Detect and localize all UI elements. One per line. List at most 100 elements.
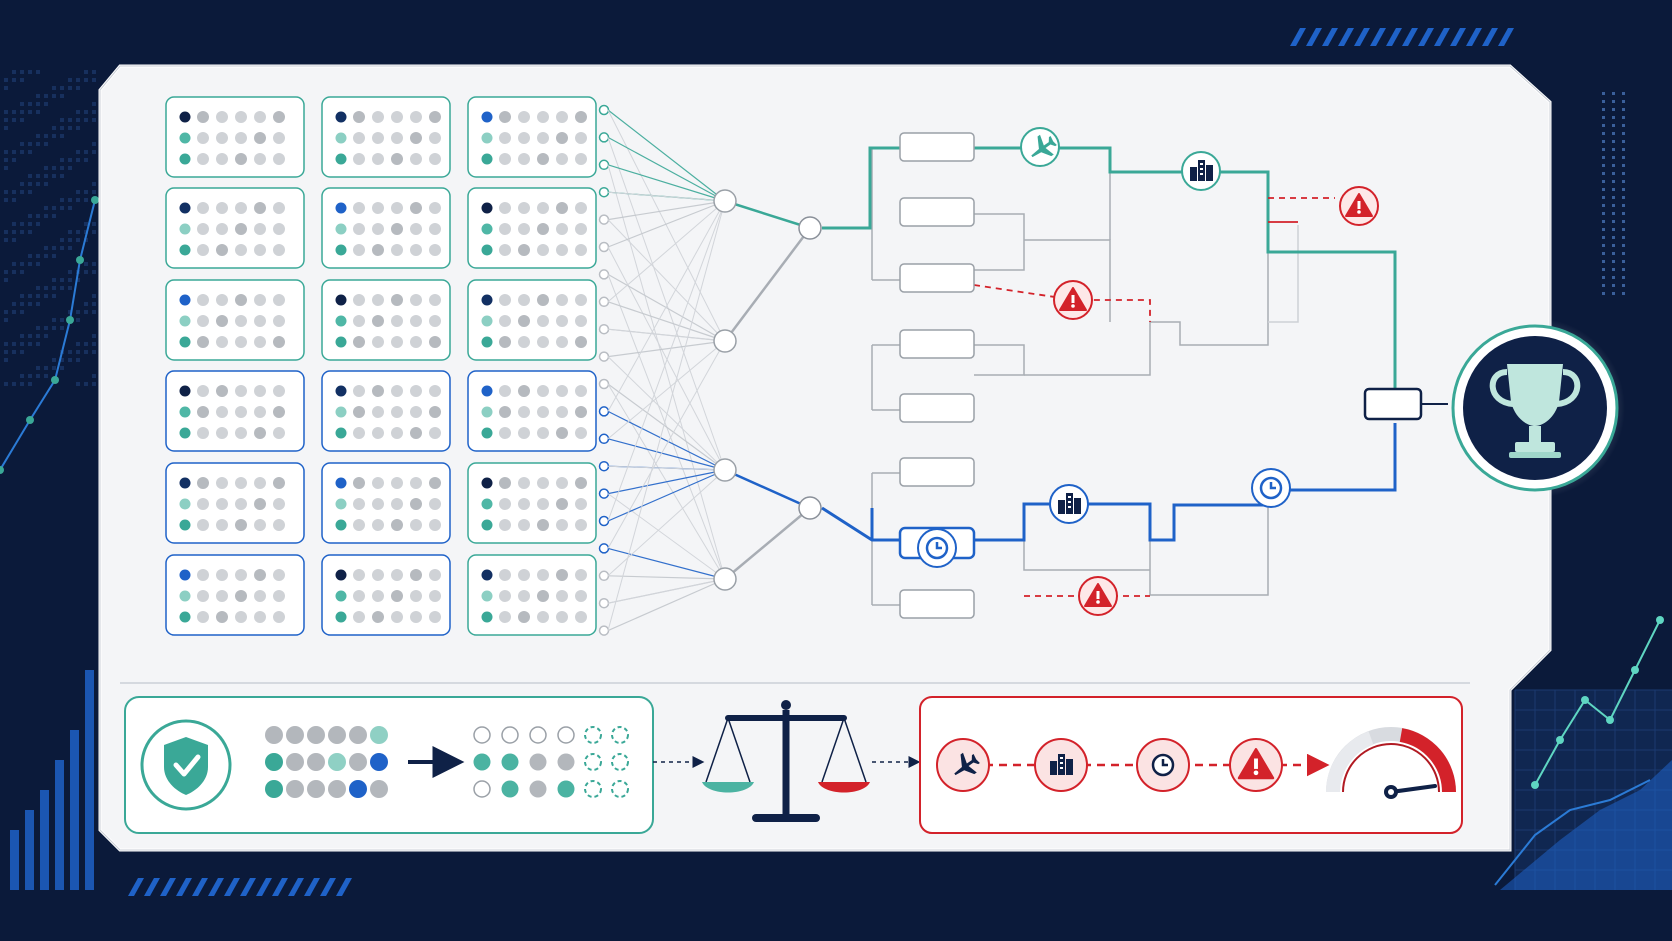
record-field-dot [254, 202, 266, 214]
deco-point [76, 256, 84, 264]
deco-dot [1602, 236, 1605, 239]
deco-dot [1602, 108, 1605, 111]
connector-port [598, 597, 610, 609]
map-dot [52, 294, 56, 298]
map-dot [12, 158, 16, 162]
record-field-dot [391, 406, 403, 418]
map-dot [36, 110, 40, 114]
connector-port [598, 296, 610, 308]
record-field-dot [273, 132, 285, 144]
deco-stripe [336, 878, 352, 896]
record-field-dot [353, 498, 365, 510]
map-dot [44, 286, 48, 290]
deco-dot [1612, 92, 1615, 95]
record-field-dot [216, 569, 228, 581]
deco-dot [1612, 156, 1615, 159]
record-field-dot [481, 244, 493, 256]
map-dot [84, 302, 88, 306]
record-field-dot [179, 611, 191, 623]
map-dot [76, 310, 80, 314]
map-dot [68, 86, 72, 90]
teal-path [822, 146, 1397, 400]
map-dot [68, 78, 72, 82]
pending-dot [611, 753, 629, 771]
deco-dot [1602, 252, 1605, 255]
record-field-dot [410, 611, 422, 623]
record-field-dot [197, 477, 209, 489]
bracket-line [1024, 195, 1269, 376]
map-dot [28, 150, 32, 154]
record-field-dot [235, 611, 247, 623]
record-field-dot [372, 223, 384, 235]
record-field-dot [481, 385, 493, 397]
map-dot [44, 142, 48, 146]
airplane-glyph [954, 752, 980, 776]
record-field-dot [481, 111, 493, 123]
record-field-dot [179, 590, 191, 602]
map-dot [28, 374, 32, 378]
map-dot [28, 342, 32, 346]
map-dot [44, 102, 48, 106]
map-dot [44, 206, 48, 210]
connector-line [607, 383, 726, 471]
record-field-dot [556, 111, 568, 123]
connector-line [607, 200, 726, 303]
record-field-dot [197, 590, 209, 602]
deco-dot [1622, 236, 1625, 239]
record-field-dot [537, 223, 549, 235]
map-dot [60, 238, 64, 242]
connector-port [598, 159, 610, 171]
merge-line [724, 507, 811, 580]
record-field-dot [197, 202, 209, 214]
deco-dot [1612, 228, 1615, 231]
map-dot [60, 94, 64, 98]
map-dot [36, 102, 40, 106]
record-field-dot [235, 294, 247, 306]
record-field-dot [429, 111, 441, 123]
merge-line [724, 227, 811, 342]
map-dot [36, 286, 40, 290]
building-window [1068, 501, 1071, 503]
map-dot [52, 358, 56, 362]
source-dot [328, 753, 346, 771]
record-field-dot [235, 336, 247, 348]
deco-dot [1602, 172, 1605, 175]
record-field-dot [235, 406, 247, 418]
building-window [1060, 757, 1063, 759]
record-field-dot [335, 406, 347, 418]
map-dot [76, 158, 80, 162]
record-field-dot [575, 153, 587, 165]
trophy-icon [1489, 364, 1581, 458]
map-dot [44, 166, 48, 170]
record-field-dot [353, 132, 365, 144]
record-field-dot [481, 569, 493, 581]
deco-dot [1602, 244, 1605, 247]
warning-icon [1339, 186, 1379, 226]
deco-dot [1602, 188, 1605, 191]
deco-stripe [1306, 28, 1322, 46]
connector-line [607, 578, 726, 604]
record-field-dot [273, 294, 285, 306]
map-dot [76, 358, 80, 362]
map-dot [36, 94, 40, 98]
map-dot [36, 222, 40, 226]
record-field-dot [179, 427, 191, 439]
risk-chain [936, 738, 1330, 792]
connector-line [607, 200, 726, 522]
record-field-dot [481, 294, 493, 306]
record-field-dot [575, 611, 587, 623]
map-dot [36, 174, 40, 178]
record-field-dot [335, 244, 347, 256]
connector-line [607, 137, 726, 471]
deco-dot [1612, 292, 1615, 295]
source-dot [286, 753, 304, 771]
hub-node [713, 189, 737, 213]
record-field-dot [481, 315, 493, 327]
record-field-dot [518, 406, 530, 418]
record-field-dot [575, 519, 587, 531]
map-dot [84, 78, 88, 82]
map-dot [12, 230, 16, 234]
connector-port [598, 351, 610, 362]
record-field-dot [273, 590, 285, 602]
record-field-dot [556, 385, 568, 397]
